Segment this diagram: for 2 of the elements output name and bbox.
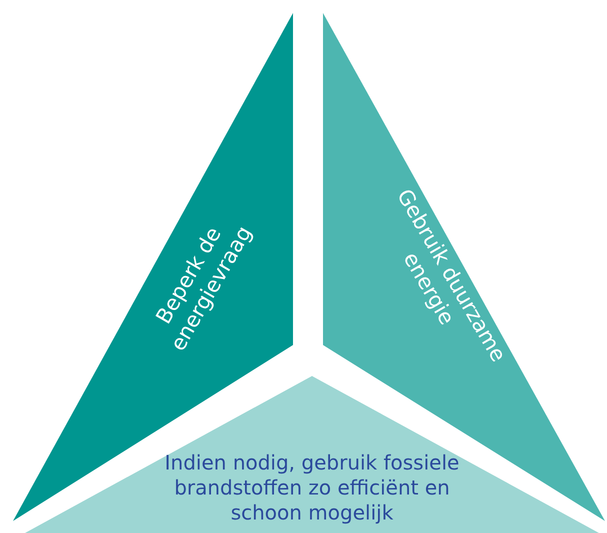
triangle-segment — [25, 376, 599, 533]
segment-label: Indien nodig, gebruik fossiele brandstoffen zo efficiënt en schoon mogelijk — [164, 450, 460, 526]
